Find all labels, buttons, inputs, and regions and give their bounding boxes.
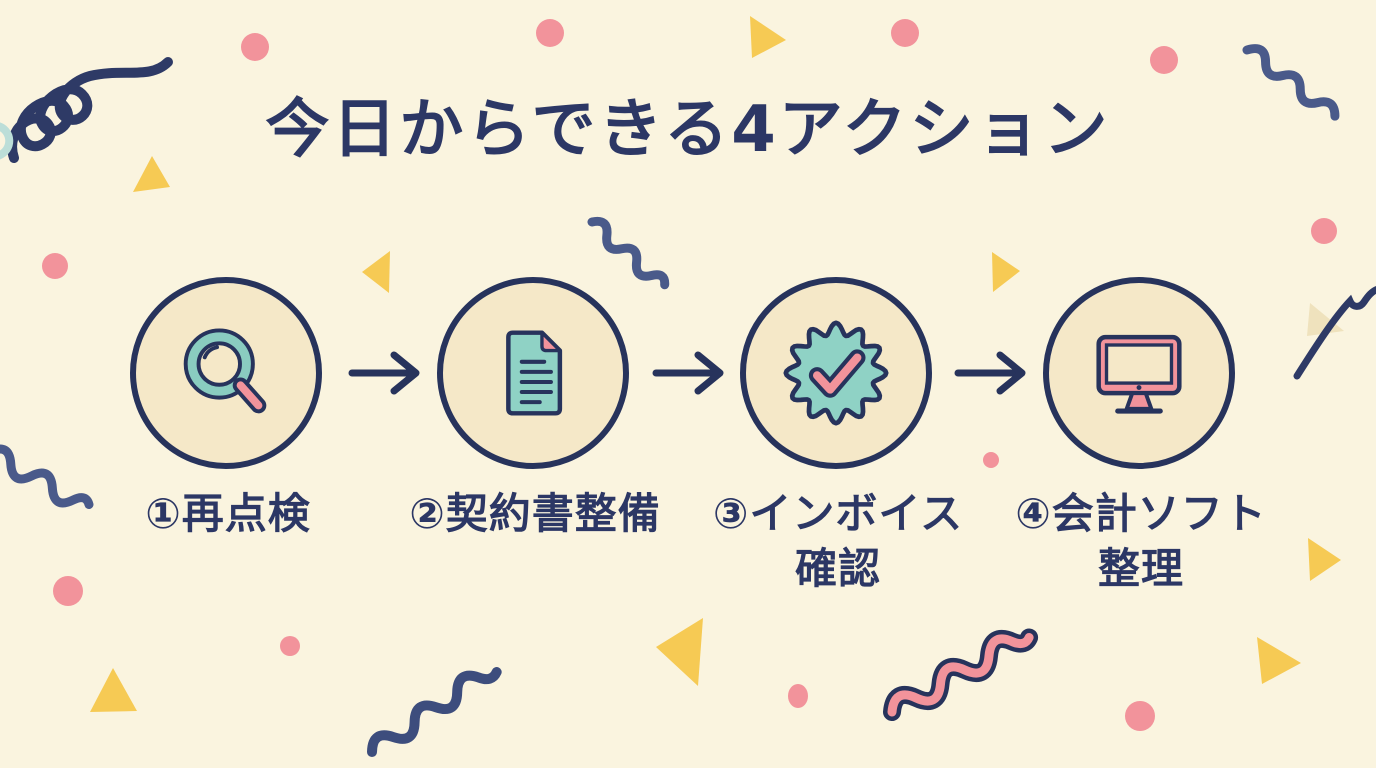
document-icon: [506, 330, 563, 416]
monitor-icon: [1096, 334, 1182, 414]
pink-dot: [891, 19, 919, 47]
paper-plane-doodle: [1293, 286, 1376, 380]
navy-squiggle: [367, 667, 502, 757]
arrow-right-icon: [348, 351, 420, 395]
pink-dot: [53, 576, 83, 606]
step3-circle: [740, 277, 932, 469]
step2-circle: [437, 277, 629, 469]
teal-arc: [0, 122, 14, 160]
step4-label-line1: ④会計ソフト: [1015, 489, 1267, 538]
step1-label-line1: ①再点検: [145, 489, 311, 538]
yellow-triangle: [133, 156, 170, 192]
check-badge-icon: [783, 320, 889, 426]
pink-dot: [1311, 218, 1337, 244]
step4-label: ④会計ソフト 整理: [941, 487, 1341, 596]
loop-coil-squiggle: [7, 57, 173, 163]
pink-dot: [280, 636, 300, 656]
navy-squiggle: [0, 444, 94, 510]
arrow-right-icon: [652, 351, 724, 395]
step3-label-line1: ③インボイス: [712, 489, 964, 538]
pink-dot: [42, 253, 68, 279]
step1-circle: [130, 277, 322, 469]
pink-dot: [1150, 46, 1178, 74]
pink-dot: [536, 19, 564, 47]
arrow-right-icon: [954, 351, 1026, 395]
pink-dot: [241, 33, 269, 61]
pink-dot: [788, 684, 808, 708]
pink-dot: [983, 452, 999, 468]
pink-dot: [1125, 701, 1155, 731]
step1-label: ①再点検: [28, 487, 428, 542]
yellow-triangle: [362, 251, 390, 293]
yellow-triangle: [992, 252, 1020, 292]
step3-label: ③インボイス 確認: [638, 487, 1038, 596]
yellow-triangle: [750, 16, 786, 58]
magnifier-icon: [183, 328, 267, 414]
navy-squiggle: [1242, 44, 1340, 121]
navy-squiggle: [587, 216, 670, 290]
step2-label: ②契約書整備: [335, 487, 735, 542]
step2-label-line1: ②契約書整備: [409, 489, 661, 538]
step4-circle: [1043, 277, 1235, 469]
yellow-triangle: [90, 668, 137, 712]
step3-label-line2: 確認: [794, 543, 881, 593]
yellow-triangle: [1257, 637, 1301, 684]
step4-label-line2: 整理: [1097, 543, 1184, 593]
page-title: 今日からできる4アクション: [265, 93, 1111, 167]
yellow-triangle: [1308, 538, 1341, 581]
pink-outlined-squiggle: [883, 628, 1039, 721]
yellow-triangle: [656, 618, 703, 686]
